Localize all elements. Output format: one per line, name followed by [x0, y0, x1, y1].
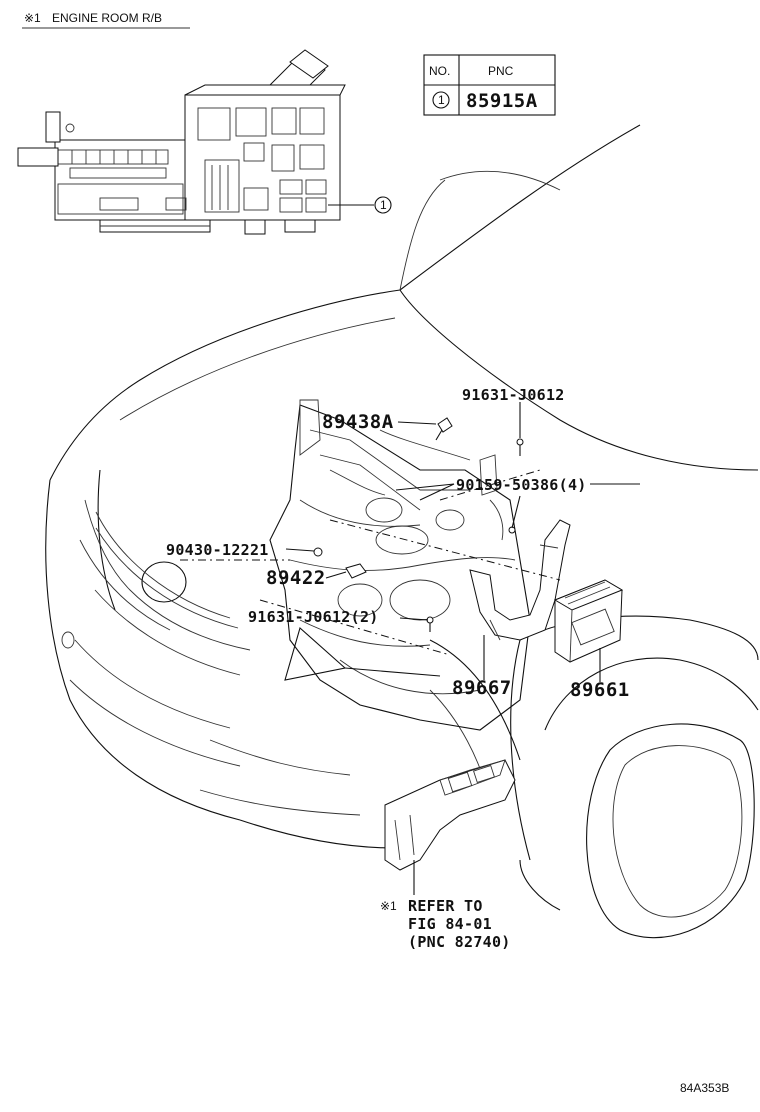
- figure-code: 84A353B: [680, 1081, 729, 1095]
- bolt-91631-top: [516, 438, 524, 446]
- inset-header: ※1 ENGINE ROOM R/B: [22, 11, 190, 29]
- refer-note: ※1 REFER TO FIG 84-01 (PNC 82740): [380, 897, 511, 951]
- vehicle-body-outline: [45, 124, 759, 939]
- label-91631-j0612-top: 91631-J0612: [462, 386, 565, 404]
- relay-block-illustration: [17, 49, 346, 235]
- part-labels: 89438A 91631-J0612 90159-50386(4) 90430-…: [166, 386, 630, 701]
- label-89422: 89422: [266, 567, 326, 589]
- refer-line-3: (PNC 82740): [408, 933, 511, 951]
- label-89667: 89667: [452, 677, 512, 699]
- leader-lines: [284, 402, 640, 895]
- ecu-89661-illustration: [553, 579, 624, 663]
- pnc-row-number: 1: [438, 93, 445, 107]
- refer-marker: ※1: [380, 899, 397, 913]
- sensor-89438a-part: [437, 417, 453, 433]
- inset-callout-number: 1: [380, 198, 387, 212]
- gasket-90430: [313, 547, 323, 557]
- inset-marker: ※1: [24, 11, 41, 25]
- refer-line-2: FIG 84-01: [408, 915, 492, 933]
- label-89661: 89661: [570, 679, 630, 701]
- refer-line-1: REFER TO: [408, 897, 483, 915]
- pnc-row-code: 85915A: [466, 90, 538, 112]
- pnc-table: NO. PNC 1 85915A: [423, 54, 556, 116]
- label-90159-50386: 90159-50386(4): [456, 476, 587, 494]
- label-91631-j0612-2: 91631-J0612(2): [248, 608, 379, 626]
- label-89438a: 89438A: [322, 411, 394, 433]
- pnc-header-pnc: PNC: [488, 64, 514, 78]
- small-fasteners: [313, 417, 524, 632]
- label-90430-12221: 90430-12221: [166, 541, 269, 559]
- engine-transaxle-illustration: [269, 399, 531, 731]
- relay-block-bottom-illustration: [384, 759, 516, 871]
- pnc-row-number-circle: [432, 91, 450, 109]
- inset-title: ENGINE ROOM R/B: [52, 11, 162, 25]
- pnc-header-no: NO.: [429, 64, 450, 78]
- bracket-89667-illustration: [469, 519, 571, 641]
- inset-callout-1: 1: [328, 196, 392, 214]
- sensor-89422-part: [345, 563, 367, 579]
- phantom-lines: [180, 469, 561, 656]
